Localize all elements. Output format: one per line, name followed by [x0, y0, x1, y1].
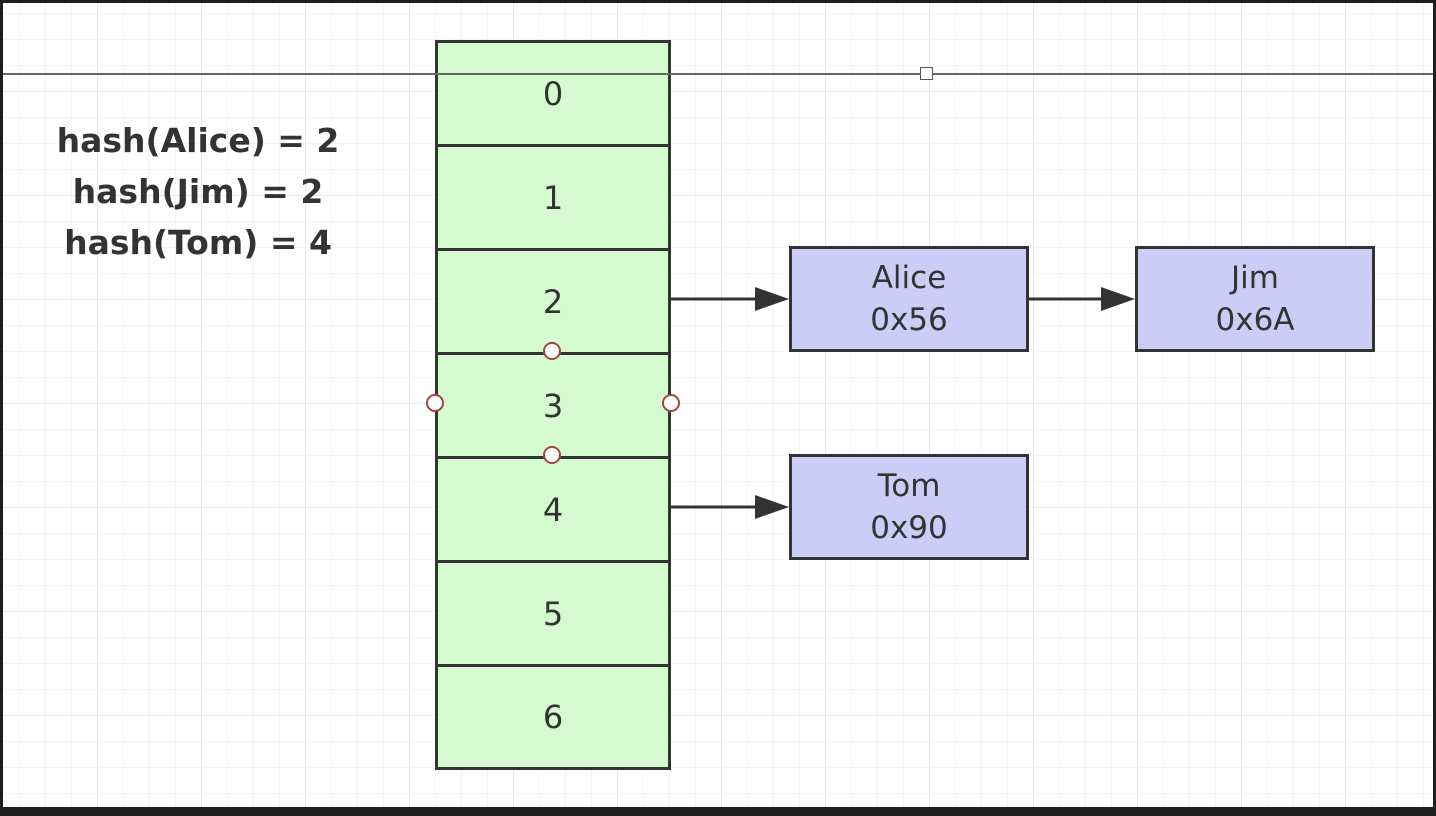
node-jim[interactable]: Jim 0x6A [1135, 246, 1375, 352]
hash-line-alice: hash(Alice) = 2 [56, 121, 340, 160]
node-tom[interactable]: Tom 0x90 [789, 454, 1029, 560]
bucket-0[interactable]: 0 [435, 40, 671, 144]
arrow-bucket2-to-alice[interactable] [671, 287, 789, 311]
node-jim-address: 0x6A [1215, 302, 1295, 338]
node-alice-address: 0x56 [870, 302, 948, 338]
node-tom-address: 0x90 [870, 510, 948, 546]
bucket-3[interactable]: 3 [435, 352, 671, 456]
node-alice[interactable]: Alice 0x56 [789, 246, 1029, 352]
node-tom-name: Tom [877, 468, 941, 504]
diagram-canvas[interactable]: hash(Alice) = 2 hash(Jim) = 2 hash(Tom) … [3, 3, 1433, 807]
hash-function-notes: hash(Alice) = 2 hash(Jim) = 2 hash(Tom) … [33, 115, 363, 268]
bucket-5[interactable]: 5 [435, 560, 671, 664]
hash-line-tom: hash(Tom) = 4 [64, 223, 332, 262]
resize-handle[interactable] [920, 67, 933, 80]
selection-guide-line [3, 73, 1433, 75]
bucket-1[interactable]: 1 [435, 144, 671, 248]
connection-point-top[interactable] [543, 342, 561, 360]
hash-line-jim: hash(Jim) = 2 [72, 172, 324, 211]
node-alice-name: Alice [871, 260, 947, 296]
bucket-2[interactable]: 2 [435, 248, 671, 352]
bucket-6[interactable]: 6 [435, 664, 671, 770]
bucket-4[interactable]: 4 [435, 456, 671, 560]
connection-point-left[interactable] [426, 394, 444, 412]
arrow-alice-to-jim[interactable] [1029, 287, 1135, 311]
arrow-bucket4-to-tom[interactable] [671, 495, 789, 519]
connection-point-right[interactable] [662, 394, 680, 412]
node-jim-name: Jim [1231, 260, 1279, 296]
connection-point-bottom[interactable] [543, 446, 561, 464]
